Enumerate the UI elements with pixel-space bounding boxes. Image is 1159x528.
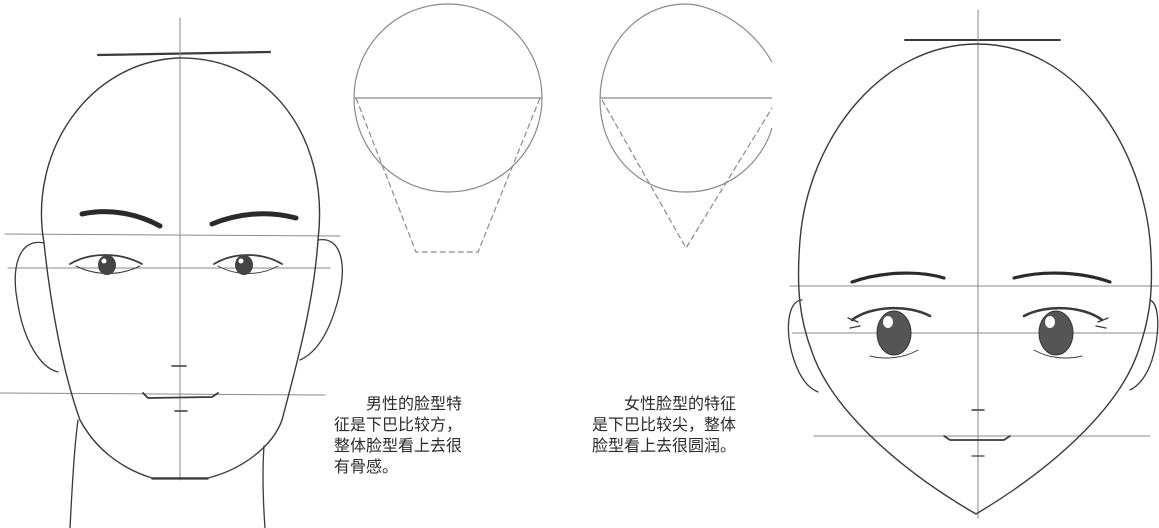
female-diagram-jaw	[601, 99, 773, 250]
male-head-drawing	[0, 17, 343, 528]
female-ear-left	[787, 299, 819, 393]
male-caption-line-2: 征是下巴比较方，	[334, 415, 463, 434]
female-eyebrow-right	[1012, 271, 1112, 284]
male-ear-right	[299, 239, 343, 361]
female-mouth	[943, 435, 1011, 441]
male-eye-right	[213, 254, 283, 275]
female-eye-left	[847, 306, 932, 359]
male-head-outline	[40, 57, 321, 479]
female-caption-line-3: 脸型看上去很圆润。	[592, 436, 737, 455]
female-shape-diagram	[599, 3, 773, 250]
male-caption-line-1: 男性的脸型特	[334, 394, 463, 413]
male-eye-guide-upper	[4, 233, 341, 237]
female-ear-right	[1129, 299, 1159, 391]
male-caption-line-3: 整体脸型看上去很	[334, 436, 463, 455]
female-diagram-circle	[599, 3, 773, 193]
female-eyebrow-left	[850, 271, 946, 284]
male-mouth	[142, 392, 219, 399]
male-neck-left	[69, 419, 79, 528]
male-shape-diagram	[353, 3, 543, 253]
female-head-drawing	[787, 9, 1159, 519]
male-diagram-jaw	[355, 97, 541, 253]
male-face-caption: 男性的脸型特 征是下巴比较方， 整体脸型看上去很 有骨感。	[334, 393, 534, 477]
female-face-caption: 女性脸型的特征 是下巴比较尖，整体 脸型看上去很圆润。	[592, 393, 802, 456]
female-caption-line-2: 是下巴比较尖，整体	[592, 415, 737, 434]
male-eye-left	[69, 254, 143, 275]
female-eye-right	[1022, 306, 1109, 359]
male-neck-right	[262, 445, 266, 528]
male-caption-line-4: 有骨感。	[334, 457, 399, 476]
male-mouth-guide	[0, 392, 326, 396]
male-eyebrow-left	[79, 209, 163, 229]
male-eyebrow-right	[209, 211, 299, 227]
male-ear-left	[14, 241, 59, 373]
female-caption-line-1: 女性脸型的特征	[592, 394, 737, 413]
male-top-guide	[96, 50, 272, 57]
female-head-outline	[797, 43, 1153, 515]
